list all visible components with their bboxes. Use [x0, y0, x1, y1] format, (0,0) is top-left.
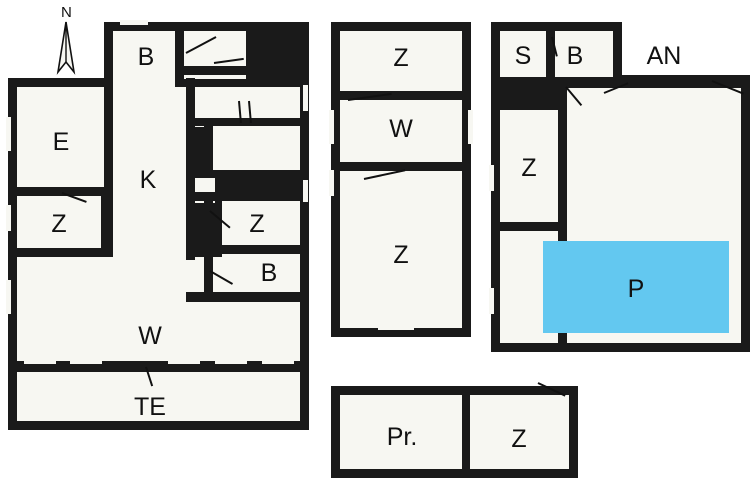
wall-bmid-bottom [186, 292, 300, 302]
room-b-block3-floor [555, 31, 613, 77]
window-w-bottom-5 [262, 359, 294, 364]
wall-z-w-divider [8, 248, 112, 257]
room-label-z-block2-top: Z [393, 44, 409, 72]
room-label-e: E [52, 128, 70, 156]
room-b-mid-floor [222, 254, 300, 292]
room-label-w-block2: W [389, 115, 413, 143]
window-block2-bottom [378, 325, 414, 330]
room-e-floor [17, 87, 117, 187]
room-label-b-block3: B [566, 42, 584, 70]
wall-upper-right-left [204, 118, 213, 178]
room-b-top-floor [113, 31, 175, 79]
room-label-pr: Pr. [386, 423, 418, 451]
wall-k-right [186, 78, 195, 260]
wall-pr-z-divider [462, 386, 470, 469]
wall-topright-bottom [175, 66, 246, 75]
window-w-bottom-2 [70, 359, 102, 364]
wall-z-block3-bottom [491, 222, 567, 231]
room-label-z-block4: Z [511, 425, 527, 453]
room-label-p: P [627, 275, 645, 303]
pool-area [543, 241, 729, 333]
room-label-z-block3: Z [521, 154, 537, 182]
wall-zmid-left [204, 192, 213, 292]
window-block2-right-1 [468, 110, 473, 144]
room-k-upper-notch [113, 79, 175, 89]
room-label-z-left: Z [51, 210, 67, 238]
wall-terrace-top [8, 361, 309, 371]
block3-top-strip [612, 75, 722, 89]
wall-z-block3-right [558, 88, 567, 226]
window-right-side-1 [303, 85, 308, 111]
room-label-w-main: W [138, 322, 162, 350]
wall-k-e-divider [104, 78, 113, 248]
wall-upper-right-divider [195, 118, 300, 126]
window-block2-left-2 [329, 170, 334, 196]
room-label-z-mid: Z [249, 210, 265, 238]
room-topright-ext-floor [184, 75, 246, 79]
window-btop-top [120, 20, 148, 25]
room-z-left-floor [17, 196, 101, 248]
room-label-k: K [139, 166, 157, 194]
wall-s-b-divider [546, 22, 555, 79]
room-z-block4-floor [470, 395, 569, 469]
wall-zmid-top [195, 192, 300, 201]
room-s-floor [500, 31, 546, 77]
wall-sb-bottom [491, 77, 613, 88]
room-label-te: TE [134, 393, 166, 421]
room-label-b-top: B [137, 43, 155, 71]
window-block2-left-1 [329, 110, 334, 144]
room-upper-right-floor2 [213, 125, 300, 170]
room-z-block2-top-floor [340, 31, 462, 91]
room-z-block2-bottom-floor [340, 171, 462, 328]
room-label-an: AN [646, 42, 682, 70]
room-label-b-mid: B [260, 259, 278, 287]
wall-zmid-bottom [213, 245, 300, 254]
room-label-s: S [514, 42, 532, 70]
window-z-left-side [6, 205, 11, 231]
wall-btop-right [175, 22, 184, 79]
window-w-bottom-1 [24, 359, 56, 364]
compass-north-label: N [61, 4, 72, 21]
window-w-bottom-4 [215, 359, 247, 364]
room-te-floor [17, 372, 300, 421]
window-w-bottom-3 [168, 359, 200, 364]
compass-icon [56, 21, 76, 75]
room-pr-floor [340, 395, 462, 469]
window-e-left [6, 117, 11, 151]
room-k-lower-connector [113, 248, 186, 260]
window-w-left [6, 280, 11, 314]
window-block3-left-1 [489, 165, 494, 191]
room-z-block3-floor [500, 110, 558, 225]
room-label-z-block2-bottom: Z [393, 241, 409, 269]
window-right-side-2 [303, 180, 308, 202]
window-block3-left-2 [489, 288, 494, 314]
wall-e-z-divider [17, 187, 104, 196]
room-k-floor [113, 87, 186, 248]
room-z-mid-floor [222, 200, 300, 245]
room-w-block2-floor [340, 100, 462, 162]
